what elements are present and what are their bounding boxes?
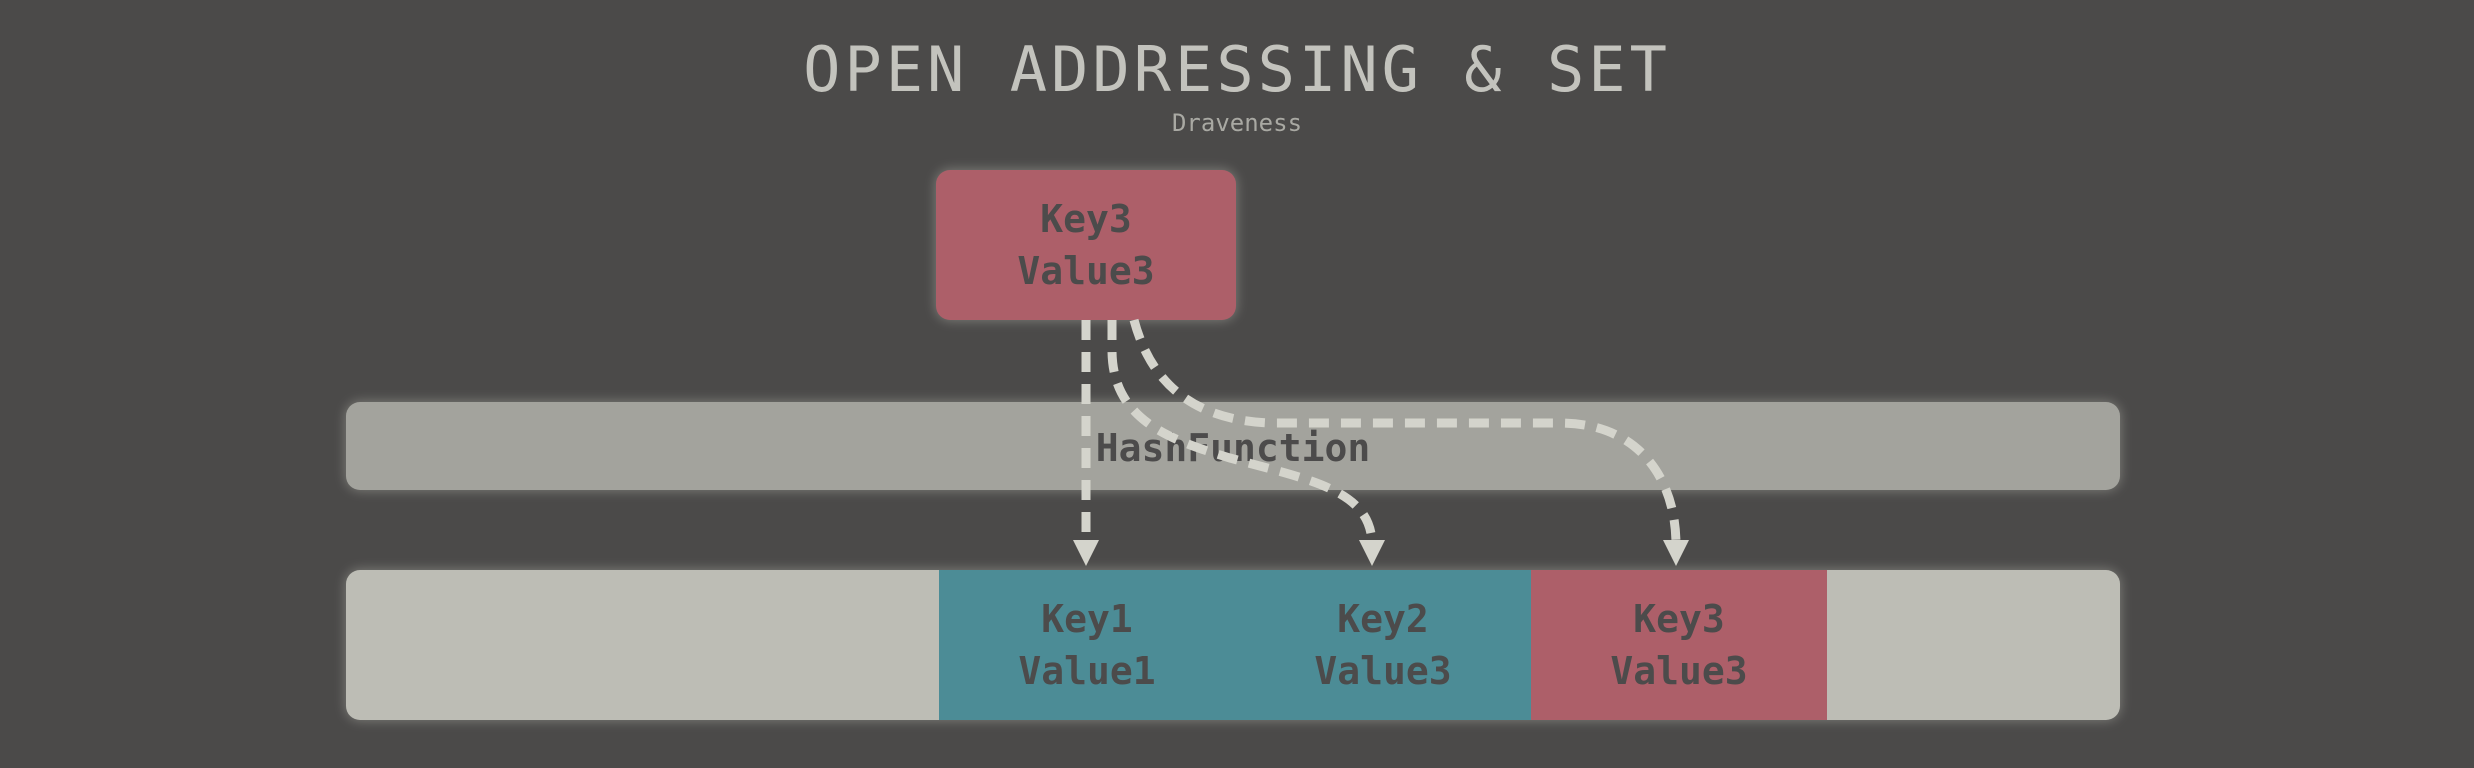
input-key-value-node: Key3 Value3 (936, 170, 1236, 320)
hash-function-label: HashFunction (1095, 426, 1371, 470)
arrowhead-3 (1663, 540, 1689, 566)
author-subtitle: Draveness (1171, 109, 1303, 137)
slot-key-label: Key1 (1041, 597, 1133, 641)
hash-function-bar: HashFunction (346, 402, 2120, 490)
arrowhead-1 (1073, 540, 1099, 566)
input-value-label: Value3 (1017, 249, 1155, 293)
table-slot: Key1 Value1 (939, 570, 1235, 720)
hash-table-array: Key1 Value1 Key2 Value3 Key3 Value3 (346, 570, 2120, 720)
table-slot: Key3 Value3 (1531, 570, 1827, 720)
slot-key-label: Key3 (1633, 597, 1725, 641)
page-title: OPEN ADDRESSING & SET (803, 33, 1671, 106)
slot-value-label: Value3 (1314, 649, 1452, 693)
slot-value-label: Value3 (1610, 649, 1748, 693)
table-slot: Key2 Value3 (1235, 570, 1531, 720)
slot-value-label: Value1 (1018, 649, 1156, 693)
arrowhead-2 (1359, 540, 1385, 566)
input-key-label: Key3 (1040, 197, 1132, 241)
slot-key-label: Key2 (1337, 597, 1429, 641)
